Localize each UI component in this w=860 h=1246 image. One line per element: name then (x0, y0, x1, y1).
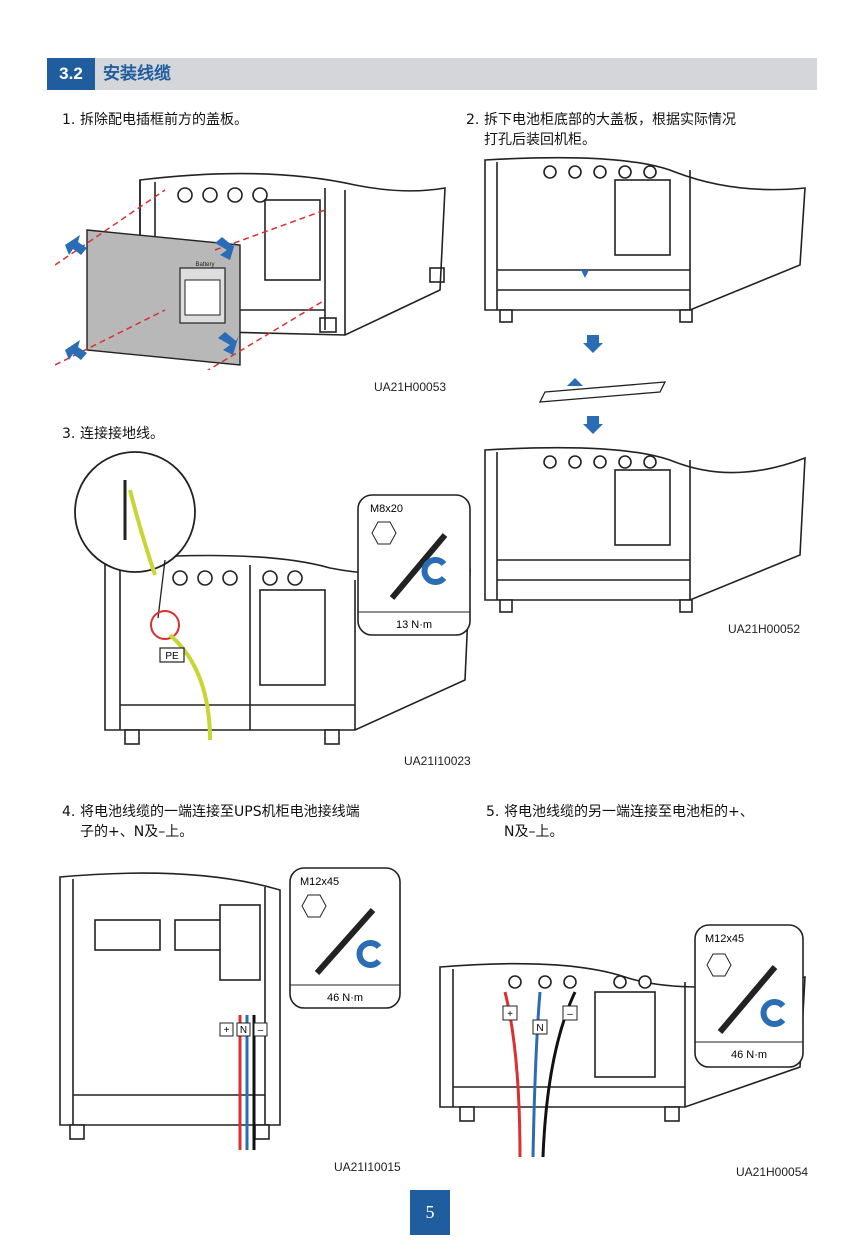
section-header: 3.2 安装线缆 (47, 58, 817, 90)
pe-label-box (159, 647, 185, 663)
pe-label: PE (165, 651, 179, 662)
step-1-text: 1.拆除配电插框前方的盖板。 (62, 112, 248, 128)
lift-arrow-icon (567, 378, 583, 386)
n-terminal: N (240, 1025, 247, 1036)
ground-highlight (150, 610, 180, 640)
neutral-cable-2 (531, 991, 542, 1158)
figure-battery-terminals: + N – M12x45 46 N·m (439, 924, 806, 1158)
ground-wire-zoom (128, 489, 157, 576)
page-number: 5 (410, 1190, 450, 1235)
svg-text:–: – (567, 1009, 573, 1020)
step-5-text: 5.将电池线缆的另一端连接至电池柜的+、 N及–上。 (486, 804, 754, 840)
ground-wire (168, 633, 212, 741)
svg-text:M12x45: M12x45 (705, 933, 744, 945)
figure-ground-wire: PE M8x20 13 N·m (74, 451, 471, 745)
removal-lines (55, 189, 326, 370)
figure-ups-terminals: + N – M12x45 46 N·m (59, 867, 401, 1150)
hexagon-icon (301, 894, 327, 918)
figure-code-4: UA21I10015 (334, 1160, 401, 1174)
svg-text:+: + (507, 1009, 513, 1020)
cabinet-top (484, 156, 806, 323)
battery-label: Battery (195, 262, 214, 268)
step-3-text: 3.连接接地线。 (62, 426, 164, 442)
battery-cabinet (439, 962, 806, 1122)
down-arrow-icon-2 (587, 416, 599, 424)
clockwise-icon (760, 999, 786, 1027)
clockwise-icon (421, 557, 447, 585)
removal-arrow-icons (65, 235, 239, 360)
svg-text:M12x45: M12x45 (300, 876, 339, 888)
figure-code-3: UA21I10023 (404, 754, 471, 768)
svg-text:N: N (536, 1023, 543, 1034)
torque-callout-m12-a: M12x45 46 N·m (289, 867, 401, 1009)
cabinet-bottom (484, 446, 806, 613)
bolt-size: M8x20 (370, 503, 403, 515)
svg-text:46 N·m: 46 N·m (731, 1049, 767, 1061)
step-2-text: 2.拆下电池柜底部的大盖板，根据实际情况 打孔后装回机柜。 (466, 112, 736, 148)
torque-callout-m8: M8x20 13 N·m (357, 494, 471, 636)
figure-code-2: UA21H00052 (728, 622, 801, 636)
section-number: 3.2 (47, 58, 95, 90)
figure-code-5: UA21H00054 (736, 1165, 809, 1179)
minus-terminal: – (258, 1025, 264, 1036)
bottom-cover-plate (538, 381, 667, 403)
figure-bottom-cover (484, 156, 806, 613)
torque-value: 13 N·m (396, 619, 432, 631)
cover-panel: Battery (86, 229, 241, 366)
hexagon-icon (371, 521, 397, 545)
wrench-icon (389, 533, 448, 600)
down-arrow-icon (587, 335, 599, 343)
wrench-icon (314, 908, 376, 975)
clockwise-icon (356, 940, 382, 968)
up-arrow-icon (581, 270, 589, 278)
step-4-text: 4.将电池线缆的一端连接至UPS机柜电池接线端 子的+、N及–上。 (62, 804, 360, 840)
wrench-icon (717, 965, 778, 1034)
plus-terminal: + (224, 1025, 230, 1036)
svg-text:46 N·m: 46 N·m (327, 992, 363, 1004)
section-title: 安装线缆 (103, 64, 171, 84)
figure-remove-cover: Battery (55, 172, 446, 370)
hexagon-icon (706, 953, 732, 977)
ups-cabinet-2 (59, 872, 281, 1140)
figure-code-1: UA21H00053 (374, 380, 447, 394)
torque-callout-m12-b: M12x45 46 N·m (694, 924, 804, 1068)
